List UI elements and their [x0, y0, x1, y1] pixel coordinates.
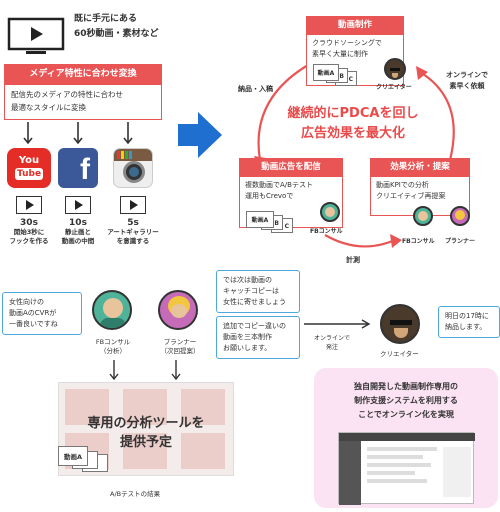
- fb-consul-label-analysis: FBコンサル: [402, 238, 435, 245]
- facebook-caption: 静止画と 動画の中間: [61, 228, 95, 245]
- youtube-caption: 開始3秒に フックを作る: [9, 228, 49, 245]
- creator-label: クリエイター: [376, 84, 412, 91]
- doc-a-delivery: 動画A: [246, 211, 274, 228]
- production-header: 動画制作: [306, 16, 404, 34]
- creator-avatar: [384, 58, 406, 80]
- platform-instagram: 5s アートギャラリー を意識する: [102, 148, 164, 246]
- fb-consul-label: FBコンサル （分析）: [95, 338, 131, 355]
- delivery-header: 動画広告を配信: [239, 158, 343, 176]
- instagram-logo-icon: [113, 148, 153, 188]
- system-panel: 独自開発した動画制作専用の 制作支援システムを利用する ことでオンライン化を実現: [314, 368, 498, 508]
- doc-a-bottom: 動画A: [58, 446, 88, 466]
- system-screenshot: [338, 432, 475, 505]
- analysis-header: 効果分析・提案: [370, 158, 470, 176]
- cycle-center-text: 継続的にPDCAを回し 広告効果を最大化: [287, 106, 419, 141]
- creator-label-bottom: クリエイター: [380, 350, 419, 358]
- fb-consul-avatar-analysis: [413, 206, 433, 226]
- measure-arrow-label: 計測: [346, 256, 360, 264]
- facebook-logo-text: f: [80, 153, 90, 186]
- platform-facebook: f 10s 静止画と 動画の中間: [51, 148, 105, 246]
- delivery-arrow-label: 納品・入稿: [238, 85, 273, 93]
- facebook-duration: 10s: [69, 218, 87, 228]
- order-arrow: [304, 319, 371, 329]
- platform-arrows: [23, 122, 133, 145]
- conversion-header: メディア特性に合わせ変換: [4, 64, 162, 84]
- request-arrow-label: オンラインで 素早く依頼: [446, 71, 488, 90]
- big-right-arrow: [178, 112, 222, 158]
- bubble-copy: では次は動画の キャッチコピーは 女性に寄せましょう: [216, 270, 300, 313]
- ab-caption: A/Bテストの結果: [110, 490, 161, 498]
- doc-a-production: 動画A: [313, 64, 339, 81]
- monitor-icon: [7, 17, 65, 58]
- cycle-arrows: [254, 64, 455, 248]
- planner-avatar: [158, 290, 198, 330]
- fb-consul-label-cycle: FBコンサル: [310, 228, 343, 235]
- youtube-duration: 30s: [20, 218, 38, 228]
- planner-label-analysis: プランナー: [445, 238, 476, 245]
- instagram-caption: アートギャラリー を意識する: [107, 228, 159, 245]
- fb-consul-avatar-cycle: [320, 202, 340, 222]
- instagram-play-icon: [120, 196, 146, 214]
- tool-text: 専用の分析ツールを 提供予定: [87, 416, 205, 450]
- facebook-logo-icon: f: [58, 148, 98, 188]
- conversion-box: メディア特性に合わせ変換 配信先のメディアの特性に合わせ 最適なスタイルに変換: [4, 64, 162, 120]
- facebook-play-icon: [65, 196, 91, 214]
- order-label: オンラインで 発注: [313, 335, 350, 351]
- conversion-body: 配信先のメディアの特性に合わせ 最適なスタイルに変換: [4, 84, 162, 120]
- instagram-duration: 5s: [127, 218, 139, 228]
- youtube-play-icon: [16, 196, 42, 214]
- system-text: 独自開発した動画制作専用の 制作支援システムを利用する ことでオンライン化を実現: [354, 382, 458, 419]
- analysis-tool-panel: [58, 382, 234, 476]
- bubble-order: 追加でコピー違いの 動画を三本制作 お願いします。: [216, 316, 300, 359]
- creator-avatar-bottom: [380, 304, 420, 344]
- planner-label: プランナー （次回提案）: [160, 338, 200, 355]
- intro-text: 既に手元にある 60秒動画・素材など: [74, 14, 159, 39]
- bubble-cvr: 女性向けの 動画AのCVRが 一番良いですね: [2, 292, 82, 335]
- fb-consul-avatar: [92, 290, 132, 330]
- tool-arrows: [109, 360, 181, 381]
- bubble-creator: 明日の17時に 納品します。: [438, 306, 500, 338]
- planner-avatar-analysis: [450, 206, 470, 226]
